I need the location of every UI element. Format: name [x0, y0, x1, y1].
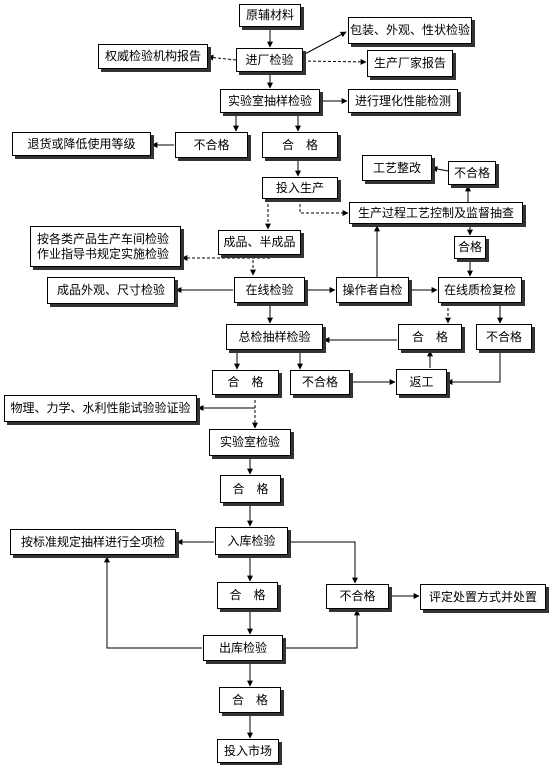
lab-sampling-box: 实验室抽样检验 [220, 89, 320, 113]
workshop-guideline-box: 按各类产品生产车间检验 作业指导书规定实施检验 [30, 226, 181, 267]
operator-self-check-box: 操作者自检 [336, 277, 409, 303]
storage-inspection-box: 入库检验 [215, 527, 288, 555]
unqualified-box-5: 不合格 [326, 584, 389, 609]
incoming-inspection-box: 进厂检验 [236, 48, 303, 72]
online-inspection-box: 在线检验 [234, 277, 305, 303]
qualified-box-6: 合 格 [217, 582, 278, 609]
qualified-box-2: 合格 [454, 236, 486, 259]
qualified-box-4: 合 格 [212, 370, 279, 395]
authority-report-box: 权威检验机构报告 [98, 44, 208, 69]
online-recheck-box: 在线质检复检 [438, 277, 522, 303]
full-item-check-box: 按标准规定抽样进行全项检 [10, 529, 176, 555]
qualified-box-1: 合 格 [262, 132, 338, 158]
unqualified-box-4: 不合格 [476, 324, 532, 350]
semi-products-box: 成品、半成品 [218, 230, 301, 255]
outbound-inspection-box: 出库检验 [203, 635, 283, 661]
arrow-production-to-control [299, 199, 349, 216]
packaging-check-box: 包装、外观、性状检验 [348, 17, 472, 44]
arrow-outbound-to-unq5 [283, 609, 360, 649]
lab-inspection-box: 实验室检验 [209, 429, 291, 456]
arrow-incoming-to-authority [207, 54, 237, 61]
raw-material-box: 原辅材料 [239, 4, 301, 27]
rework-box: 返工 [396, 369, 447, 395]
evaluate-disposal-box: 评定处置方式并处置 [420, 584, 546, 610]
to-market-box: 投入市场 [217, 739, 279, 763]
arrow-incoming-to-manufacturer [302, 58, 367, 65]
arrow-incoming-to-packaging [302, 31, 347, 56]
qualified-box-3b: 合 格 [398, 324, 462, 350]
final-sampling-box: 总检抽样检验 [226, 324, 323, 350]
arrow-unq4-to-rework [446, 351, 501, 385]
process-control-box: 生产过程工艺控制及监督抽查 [349, 202, 523, 224]
arrow-outbound-to-full [104, 556, 202, 649]
qualified-box-7: 合 格 [219, 687, 281, 713]
qualified-box-5: 合 格 [220, 475, 281, 503]
manufacturer-report-box: 生产厂家报告 [367, 50, 453, 77]
process-rectify-box: 工艺整改 [362, 155, 432, 181]
put-into-production-box: 投入生产 [262, 177, 338, 199]
property-tests-box: 物理、力学、水利性能试验验证验 [4, 395, 197, 422]
unqualified-box-1: 不合格 [175, 132, 248, 158]
arrow-storage-to-unq5 [288, 541, 358, 584]
arrow-unq2-to-rectify [431, 166, 449, 172]
workshop-line-1: 按各类产品生产车间检验 [37, 231, 170, 246]
appearance-check-box: 成品外观、尺寸检验 [47, 277, 175, 304]
unqualified-box-2: 不合格 [448, 161, 496, 185]
return-downgrade-box: 退货或降低使用等级 [12, 132, 151, 156]
workshop-line-2: 作业指导书规定实施检验 [37, 246, 170, 261]
unqualified-box-3: 不合格 [290, 370, 350, 395]
phys-chem-test-box: 进行理化性能检测 [348, 89, 458, 113]
